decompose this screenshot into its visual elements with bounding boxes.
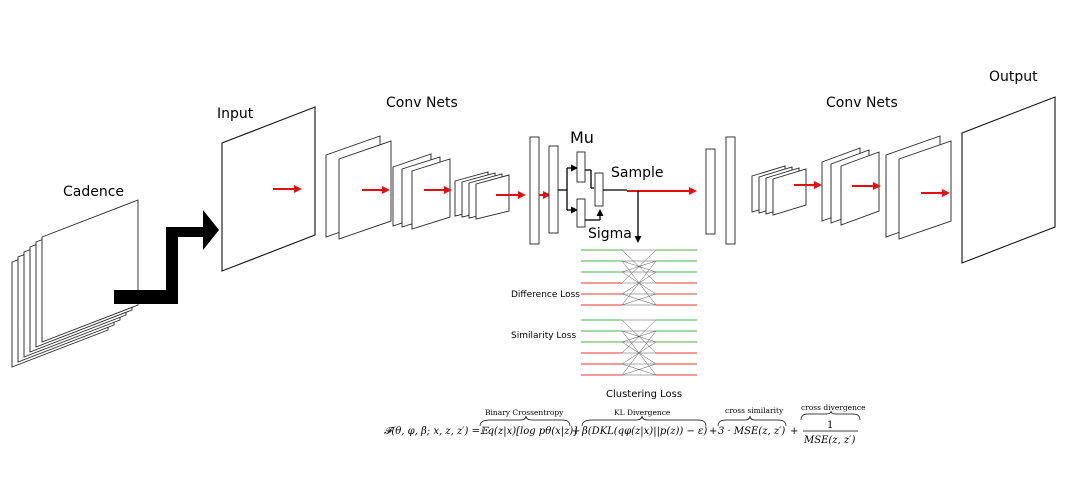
conv-layer-1 <box>325 135 392 240</box>
cadence-label: Cadence <box>63 184 124 200</box>
formula-plus-3: + <box>790 426 798 437</box>
output-label: Output <box>989 69 1038 85</box>
decoder-bar-1 <box>705 148 716 235</box>
formula-term3: 3 · MSE(z, z′) <box>718 426 785 437</box>
similarity-loss-label: Similarity Loss <box>511 331 576 341</box>
mu-label: Mu <box>570 128 594 147</box>
loss-formula: 𝓕(θ, φ, β; x, z, z′) = Binary Crossentro… <box>384 403 866 446</box>
difference-loss-connection <box>621 293 657 306</box>
difference-loss-connection <box>621 260 657 306</box>
similarity-loss-connection <box>621 330 657 376</box>
conv-nets-left-label: Conv Nets <box>386 95 458 111</box>
formula-plus-2: + <box>709 426 717 437</box>
clustering-loss-label: Clustering Loss <box>606 389 682 400</box>
dense-bar-1 <box>529 136 540 245</box>
formula-term2-label: KL Divergence <box>614 408 671 417</box>
cadence-stack <box>11 199 139 368</box>
conv-layer-3 <box>454 171 510 220</box>
formula-lhs: 𝓕(θ, φ, β; x, z, z′) = <box>384 426 480 437</box>
output-frame <box>961 96 1056 264</box>
difference-loss-label: Difference Loss <box>511 290 580 300</box>
clustering-loss-diagram <box>581 249 697 376</box>
sigma-bar <box>576 198 586 228</box>
similarity-loss-connection <box>621 363 657 376</box>
decoder-bar-2 <box>725 136 736 245</box>
conv-layer-2 <box>392 153 451 230</box>
formula-term4-denominator: MSE(z, z′) <box>803 435 855 446</box>
dense-bar-2 <box>548 145 559 234</box>
similarity-loss-connection <box>621 319 657 354</box>
cadence-to-input-arrow <box>114 210 219 304</box>
formula-term1: 𝔼q(z|x)[log pθ(x|z)] <box>480 426 577 437</box>
formula-term2: β(DKL(qφ(z|x)||p(z)) − ε) <box>581 426 707 437</box>
deconv-layer-1 <box>751 165 807 216</box>
sample-label: Sample <box>611 165 664 181</box>
deconv-layer-2 <box>821 147 880 226</box>
formula-term3-label: cross similarity <box>725 406 784 415</box>
formula-term1-label: Binary Crossentropy <box>485 408 564 417</box>
conv-nets-right-label: Conv Nets <box>826 95 898 111</box>
formula-term4-label: cross divergence <box>801 403 866 412</box>
input-label: Input <box>217 106 254 122</box>
to-sample-branch <box>585 169 604 221</box>
mu-sigma-branch <box>558 164 578 214</box>
input-frame <box>221 106 316 272</box>
sample-bar <box>594 172 604 207</box>
formula-term4-numerator: 1 <box>827 420 833 431</box>
sigma-label: Sigma <box>588 226 632 242</box>
deconv-layer-3 <box>885 135 952 240</box>
formula-plus-1: + <box>572 426 580 437</box>
difference-loss-connection <box>621 249 657 284</box>
mu-bar <box>576 151 586 183</box>
